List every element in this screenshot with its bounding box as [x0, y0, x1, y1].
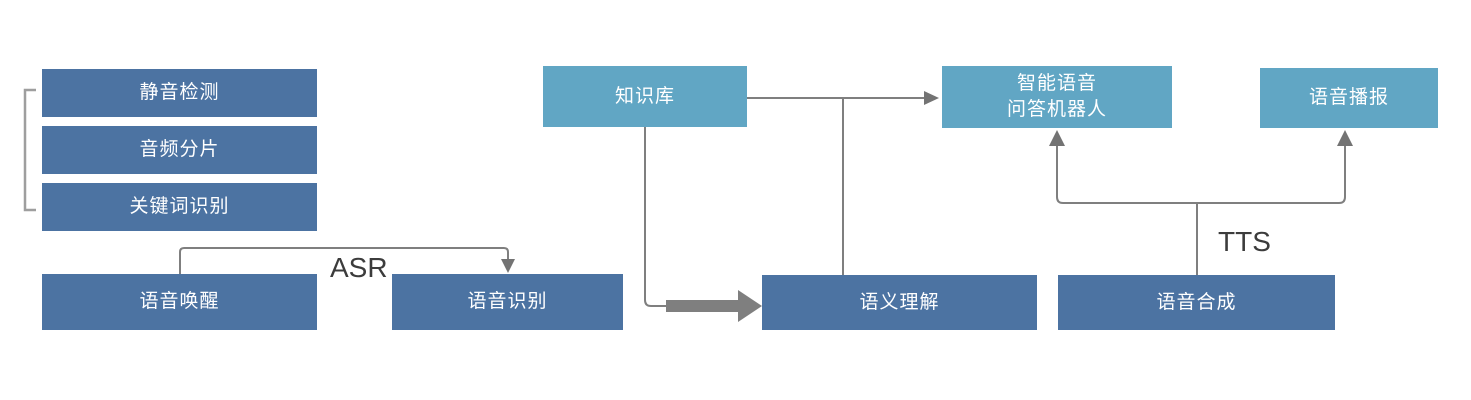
arrowhead-down-recognition [501, 259, 515, 273]
connector-wakeup-to-recognition [179, 247, 509, 274]
node-label: 语音识别 [467, 291, 548, 312]
edge-label-asr: ASR [330, 252, 388, 283]
arrowhead-up-broadcast [1337, 130, 1353, 146]
node-label: 语义理解 [859, 291, 940, 313]
node-qa-robot: 智能语音 问答机器人 [942, 66, 1172, 128]
edge-label-tts: TTS [1218, 226, 1271, 257]
node-keyword-recognition: 关键词识别 [42, 183, 317, 231]
node-label: 知识库 [614, 85, 675, 107]
group-bracket [23, 88, 36, 212]
node-voice-broadcast: 语音播报 [1260, 68, 1438, 128]
node-speech-recognition: 语音识别 [392, 274, 623, 330]
arrowhead-up-robot [1049, 130, 1065, 146]
node-label: 语音播报 [1308, 87, 1389, 108]
node-label: 语音唤醒 [139, 291, 220, 312]
node-label: 音频分片 [139, 139, 220, 160]
arrowhead-right-robot [924, 91, 939, 105]
connector-tts-fork [1056, 146, 1346, 204]
node-voice-wakeup: 语音唤醒 [42, 274, 317, 330]
node-label: 关键词识别 [129, 196, 230, 217]
thick-arrow-to-semantic [666, 290, 762, 322]
node-speech-synthesis: 语音合成 [1058, 275, 1335, 330]
node-silence-detection: 静音检测 [42, 69, 317, 117]
node-label-line1: 智能语音 [1016, 73, 1097, 94]
node-semantic-understanding: 语义理解 [762, 275, 1037, 330]
connector-knowledge-down [644, 127, 666, 307]
node-label-line2: 问答机器人 [1006, 99, 1107, 120]
node-label: 语音合成 [1156, 291, 1237, 313]
node-label: 静音检测 [139, 82, 220, 103]
node-knowledge-base: 知识库 [543, 66, 747, 127]
node-audio-segmentation: 音频分片 [42, 126, 317, 174]
